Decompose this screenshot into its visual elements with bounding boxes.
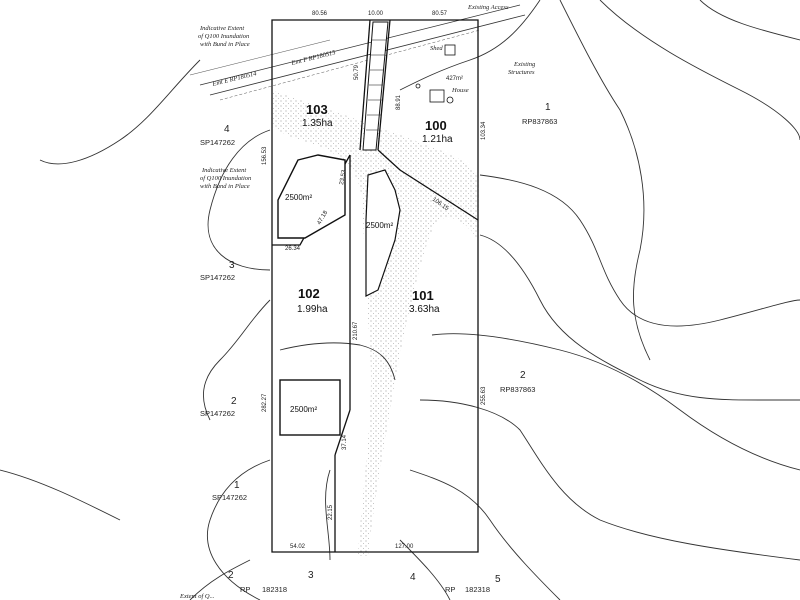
envelope-101 <box>365 169 401 297</box>
dim-bottom-v1: 22.15 <box>328 504 334 520</box>
envelope-103 <box>277 154 346 239</box>
dim-top-left: 80.56 <box>312 11 328 17</box>
envelope-102-label: 2500m² <box>290 405 317 414</box>
lot-101-number: 101 <box>412 288 434 303</box>
envelope-103-label: 2500m² <box>285 193 312 202</box>
q100-mid-note-2: of Q100 Inundation <box>200 175 251 182</box>
easement-e-label: Emt E RP180514 <box>211 70 258 88</box>
easement-lines <box>189 4 526 101</box>
dim-left-lower: 282.27 <box>262 393 268 412</box>
lot-boundaries <box>271 19 479 553</box>
dim-mid-100: 88.91 <box>396 94 402 110</box>
dim-envelope-top: 26.34 <box>285 246 301 252</box>
bottom-neighbour-2: 2 <box>228 570 234 581</box>
lot-102-number: 102 <box>298 286 320 301</box>
neighbour-1-left-number: 1 <box>234 480 240 491</box>
neighbour-4-number: 4 <box>224 124 230 135</box>
neighbour-1-left-ref: SP147262 <box>212 493 247 502</box>
bottom-rp-label-2: RP <box>445 585 455 594</box>
neighbour-2-right-ref: RP837863 <box>500 385 535 394</box>
shed-note: Shed <box>430 45 443 52</box>
neighbour-1-right-ref: RP837863 <box>522 117 557 126</box>
q100-mid-note-1: Indicative Extent <box>201 167 246 174</box>
dim-envelope-side-2: 23.53 <box>339 169 348 185</box>
envelope-101-label: 2500m² <box>366 221 393 230</box>
lot-102-area: 1.99ha <box>297 304 328 315</box>
lot-100-area: 1.21ha <box>422 134 453 145</box>
dim-mid-103: 50.79 <box>354 64 360 80</box>
dim-bottom-left: 54.02 <box>290 544 306 550</box>
lot-103-area: 1.35ha <box>302 118 333 129</box>
neighbour-2-left-number: 2 <box>231 396 237 407</box>
access-strip <box>362 21 389 151</box>
bottom-neighbour-5: 5 <box>495 574 501 585</box>
neighbour-1-right-number: 1 <box>545 102 551 113</box>
dim-top-right: 80.57 <box>432 11 448 17</box>
q100-top-note-2: of Q100 Inundation <box>198 33 249 40</box>
dim-right-lower: 255.63 <box>481 386 487 405</box>
inundation-area <box>272 90 478 556</box>
lot-100-number: 100 <box>425 118 447 133</box>
existing-structures <box>415 44 456 104</box>
existing-access-note: Existing Access <box>467 4 509 11</box>
neighbour-4-ref: SP147262 <box>200 138 235 147</box>
dim-bottom-v2: 37.14 <box>342 434 348 450</box>
q100-top-note-3: with Bund in Place <box>200 41 250 48</box>
dim-right-upper: 103.34 <box>481 121 487 140</box>
q100-mid-note-3: with Bund in Place <box>200 183 250 190</box>
neighbour-3-ref: SP147262 <box>200 273 235 282</box>
neighbour-3-number: 3 <box>229 260 235 271</box>
q100-top-note-1: Indicative Extent <box>199 25 244 32</box>
neighbour-2-left-ref: SP147262 <box>200 409 235 418</box>
lot-101-area: 3.63ha <box>409 304 440 315</box>
dim-bottom-right: 127.00 <box>395 544 414 550</box>
existing-structures-note-2: Structures <box>508 69 535 76</box>
bottom-neighbour-4: 4 <box>410 572 416 583</box>
house-label: House <box>451 87 469 94</box>
envelope-102 <box>279 379 341 436</box>
dim-top-mid: 10.00 <box>368 11 384 17</box>
bottom-rp-label-1: RP <box>240 585 250 594</box>
bottom-ref-1: 182318 <box>262 585 287 594</box>
existing-structures-note-1: Existing <box>513 61 536 68</box>
house-area-label: 427m² <box>446 76 463 82</box>
lot-103-number: 103 <box>306 102 328 117</box>
dim-mid-101: 210.67 <box>353 321 359 340</box>
bottom-text: Extent of Q... <box>179 593 215 600</box>
dim-left-upper: 156.53 <box>262 146 268 165</box>
bottom-neighbour-3: 3 <box>308 570 314 581</box>
bottom-ref-2: 182318 <box>465 585 490 594</box>
neighbour-2-right-number: 2 <box>520 370 526 381</box>
